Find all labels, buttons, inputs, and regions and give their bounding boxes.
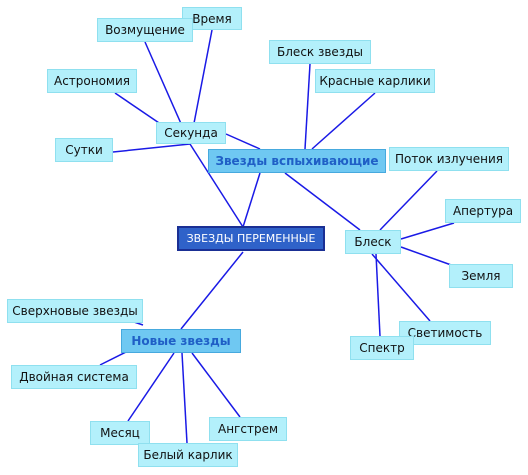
connector-line [371, 253, 431, 322]
leaf-belyi-karlik[interactable]: Белый карлик [138, 443, 238, 467]
hub-shine[interactable]: Блеск [345, 230, 401, 254]
connector-line [225, 133, 261, 150]
connector-line [400, 246, 455, 267]
connector-line [284, 172, 361, 231]
connector-line [379, 170, 438, 231]
connector-line [304, 63, 311, 150]
leaf-vremya[interactable]: Время [182, 7, 242, 30]
leaf-vozmushchenie[interactable]: Возмущение [97, 18, 193, 42]
connector-line [375, 253, 381, 337]
hub-new-stars[interactable]: Новые звезды [121, 329, 241, 353]
leaf-mesyats[interactable]: Месяц [90, 421, 150, 445]
hub-second[interactable]: Секунда [156, 122, 226, 144]
connector-line [181, 352, 188, 444]
connector-line [242, 172, 261, 228]
connector-line [112, 143, 191, 153]
connector-line [189, 143, 244, 228]
connector-line [127, 352, 175, 422]
leaf-krasnye-karliki[interactable]: Красные карлики [315, 69, 435, 93]
leaf-apertura[interactable]: Апертура [445, 199, 521, 223]
connector-line [191, 352, 241, 418]
connector-line [311, 92, 376, 150]
leaf-potok-izlucheniya[interactable]: Поток излучения [389, 147, 509, 171]
leaf-blesk-zvezdy[interactable]: Блеск звезды [269, 40, 371, 64]
leaf-sverkhnovye-zvezdy[interactable]: Сверхновые звезды [7, 299, 143, 323]
center-node[interactable]: ЗВЕЗДЫ ПЕРЕМЕННЫЕ [177, 226, 325, 251]
leaf-angstrem[interactable]: Ангстрем [209, 417, 287, 441]
leaf-zemlya[interactable]: Земля [449, 264, 513, 288]
hub-flare-stars[interactable]: Звезды вспыхивающие [208, 149, 386, 173]
leaf-spektr[interactable]: Спектр [350, 336, 414, 360]
connector-line [400, 222, 455, 240]
connector-line [180, 251, 244, 330]
leaf-dvoinaya-sistema[interactable]: Двойная система [11, 365, 137, 389]
leaf-sutki[interactable]: Сутки [55, 138, 113, 162]
leaf-astronomiya[interactable]: Астрономия [47, 69, 137, 93]
leaf-svetimost[interactable]: Светимость [399, 321, 491, 345]
